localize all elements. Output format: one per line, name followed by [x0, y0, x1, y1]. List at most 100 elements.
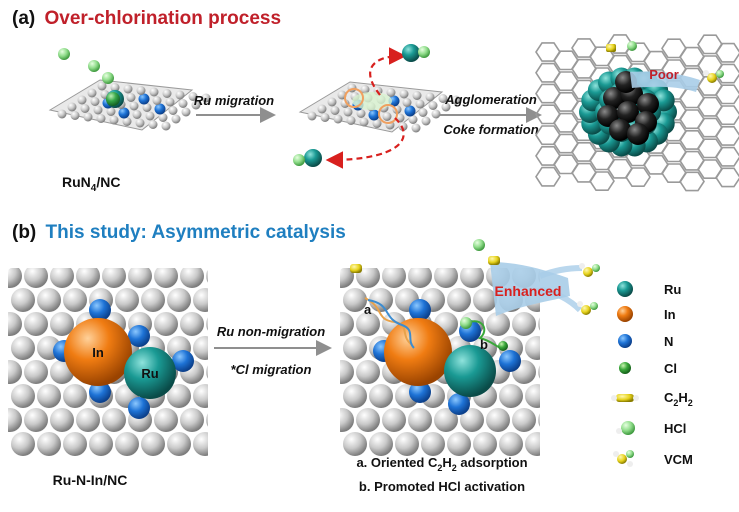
- carbon-atom: [109, 115, 119, 125]
- carbon-atom: [158, 113, 168, 122]
- carbon-atom: [473, 432, 497, 456]
- carbon-atom: [168, 106, 178, 115]
- carbon-atom: [145, 111, 155, 121]
- carbon-atom: [87, 88, 97, 98]
- carbon-atom: [11, 384, 35, 408]
- carbon-atom: [142, 103, 152, 112]
- carbon-atom: [96, 114, 106, 123]
- carbon-atom: [307, 111, 317, 121]
- n-atom: [172, 350, 194, 372]
- carbon-atom: [460, 408, 484, 432]
- n-atom: [154, 103, 166, 115]
- legend-vcm: VCM: [613, 450, 693, 467]
- carbon-atom: [421, 116, 431, 126]
- carbon-atom: [193, 288, 208, 312]
- vcm-molecule-b2: [577, 301, 598, 315]
- carbon-atom: [428, 101, 438, 110]
- legend-c2h2: C2H2: [611, 390, 693, 408]
- carbon-atom: [76, 408, 100, 432]
- carbon-atom: [50, 268, 74, 288]
- carbon-atom: [333, 114, 343, 124]
- carbon-atom: [24, 312, 48, 336]
- carbon-atom: [398, 122, 408, 131]
- vcm-molecule-b1: [579, 263, 600, 277]
- ru-cl-species-2-cl: [293, 154, 305, 166]
- carbon-atom: [441, 102, 451, 112]
- legend-in-label: In: [664, 307, 676, 322]
- carbon-atom: [123, 84, 133, 94]
- carbon-atom: [77, 95, 87, 105]
- carbon-atom: [512, 408, 536, 432]
- caption-a: a. Oriented C2H2 adsorption: [356, 455, 527, 473]
- cl-swatch-icon: [619, 362, 631, 374]
- carbon-atom: [372, 119, 382, 128]
- legend-n-label: N: [664, 334, 673, 349]
- carbon-atom: [167, 432, 191, 456]
- ru-n-in-nc-label: Ru-N-In/NC: [53, 472, 128, 488]
- carbon-atom: [24, 360, 48, 384]
- carbon-atom: [340, 408, 354, 432]
- carbon-atom: [408, 408, 432, 432]
- carbon-atom: [395, 432, 419, 456]
- carbon-atom: [93, 105, 103, 115]
- carbon-atom: [399, 89, 409, 99]
- ru-migration-label: Ru migration: [194, 93, 274, 108]
- carbon-atom: [206, 268, 208, 288]
- n-atom: [448, 393, 470, 415]
- migrating-ru-cl: [352, 92, 392, 110]
- cl-migration-label: *Cl migration: [231, 362, 312, 377]
- carbon-atom: [165, 97, 175, 107]
- carbon-atom: [154, 268, 178, 288]
- carbon-atom: [369, 384, 393, 408]
- cl-atom-free-3: [102, 72, 114, 84]
- carbon-atom: [447, 288, 471, 312]
- carbon-atom: [360, 85, 370, 94]
- carbon-atom: [551, 336, 575, 360]
- carbon-atom: [486, 312, 510, 336]
- carbon-atom: [152, 96, 162, 105]
- enhanced-label: Enhanced: [495, 283, 562, 299]
- carbon-atom: [425, 92, 435, 102]
- hcl-molecule-a: [627, 41, 637, 51]
- carbon-atom: [175, 90, 185, 100]
- legend-ru-label: Ru: [664, 282, 681, 297]
- carbon-atom: [415, 99, 425, 109]
- carbon-atom: [460, 268, 484, 288]
- ru-atom: [444, 345, 496, 397]
- panel-a-letter: (a): [12, 8, 35, 29]
- path-a-label: a: [364, 302, 372, 317]
- carbon-atom: [11, 288, 35, 312]
- carbon-atom: [343, 432, 367, 456]
- carbon-atom: [451, 95, 461, 105]
- run4-nc-label: RuN4/NC: [62, 174, 120, 194]
- carbon-atom: [340, 99, 350, 108]
- carbon-atom: [206, 408, 208, 432]
- carbon-atom: [340, 312, 354, 336]
- carbon-atom: [499, 432, 523, 456]
- carbon-atom: [386, 88, 396, 97]
- carbon-atom: [11, 336, 35, 360]
- carbon-atom: [97, 81, 107, 91]
- carbon-atom: [115, 288, 139, 312]
- carbon-atom: [37, 432, 61, 456]
- n-atom: [368, 109, 380, 121]
- carbon-atom: [359, 117, 369, 127]
- graphene-sheet-1: [48, 79, 211, 131]
- carbon-atom: [382, 268, 406, 288]
- migration-arrow-up: [369, 47, 407, 96]
- carbon-atom: [110, 83, 120, 92]
- carbon-atom: [167, 288, 191, 312]
- carbon-atom: [408, 115, 418, 124]
- ru-atom: [124, 347, 176, 399]
- cl-atom-free-1: [58, 48, 70, 60]
- coke-formation-label: Coke formation: [443, 122, 538, 137]
- c2h2-swatch-icon: [611, 394, 639, 402]
- carbon-atom: [141, 432, 165, 456]
- coke-carbon: [609, 119, 631, 141]
- legend-cl-label: Cl: [664, 361, 677, 376]
- carbon-atom: [149, 87, 159, 97]
- ru-n-in-model: In Ru: [8, 268, 208, 456]
- carbon-atom: [330, 106, 340, 115]
- carbon-atom: [37, 288, 61, 312]
- cl-migrated: [498, 341, 508, 351]
